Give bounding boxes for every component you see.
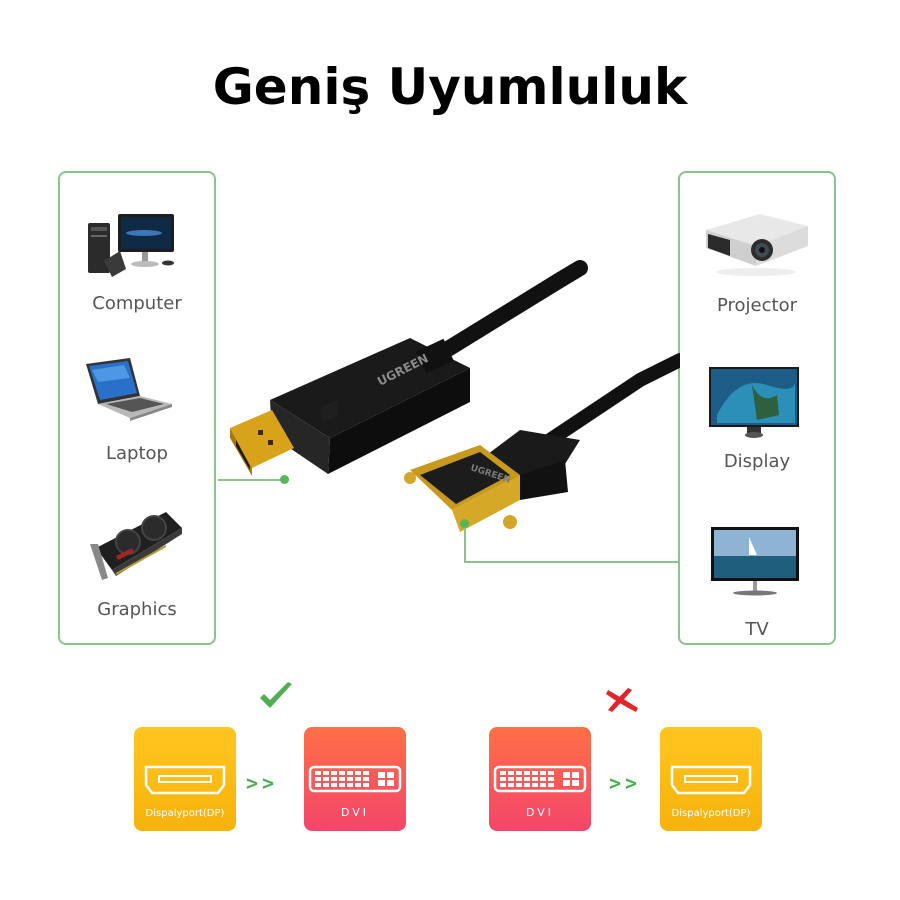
page-title: Geniş Uyumluluk	[212, 58, 688, 116]
card-label: Dispalyport(DP)	[145, 808, 225, 819]
device-computer: Computer	[60, 173, 214, 323]
source-devices-panel: Computer Laptop Graphics	[58, 171, 216, 645]
arrow-indicator: >>	[246, 771, 279, 795]
card-label: Dispalyport(DP)	[671, 808, 751, 819]
connector-dot-dvi	[460, 519, 469, 528]
card-label: DVI	[340, 806, 370, 819]
device-label: Projector	[717, 295, 797, 316]
card-label: DVI	[525, 806, 555, 819]
device-display: Display	[680, 323, 834, 473]
dp-to-dvi-cable: UGREEN UGREEN	[220, 260, 687, 580]
displayport-icon	[144, 765, 226, 795]
device-projector: Projector	[680, 173, 834, 323]
display-devices-panel: Projector Display TV	[678, 171, 836, 645]
graphics-card-icon	[90, 512, 182, 580]
device-graphics: Graphics	[60, 473, 214, 647]
device-label: Graphics	[97, 599, 177, 620]
check-icon	[260, 682, 292, 708]
device-label: Computer	[92, 293, 182, 314]
device-laptop: Laptop	[60, 323, 214, 473]
card-dp-target: Dispalyport(DP)	[660, 727, 762, 831]
computer-icon	[88, 214, 174, 277]
dvi-icon	[493, 765, 587, 793]
dvi-icon	[308, 765, 402, 793]
card-dvi-source: DVI	[489, 727, 591, 831]
connector-line-dvi-vertical	[464, 520, 466, 562]
cross-icon	[606, 688, 638, 712]
card-dp-source: Dispalyport(DP)	[134, 727, 236, 831]
connector-dot-dp	[280, 475, 289, 484]
device-tv: TV	[680, 473, 834, 647]
tv-icon	[711, 527, 799, 596]
displayport-icon	[670, 765, 752, 795]
device-label: Laptop	[106, 443, 168, 464]
connector-line-dvi-horizontal	[464, 561, 678, 563]
card-dvi-target: DVI	[304, 727, 406, 831]
device-label: TV	[745, 619, 769, 640]
connector-line-dp	[218, 479, 284, 481]
laptop-icon	[86, 358, 172, 421]
device-label: Display	[723, 451, 791, 472]
projector-icon	[706, 214, 808, 276]
arrow-indicator: >>	[609, 771, 642, 795]
monitor-icon	[709, 367, 799, 438]
